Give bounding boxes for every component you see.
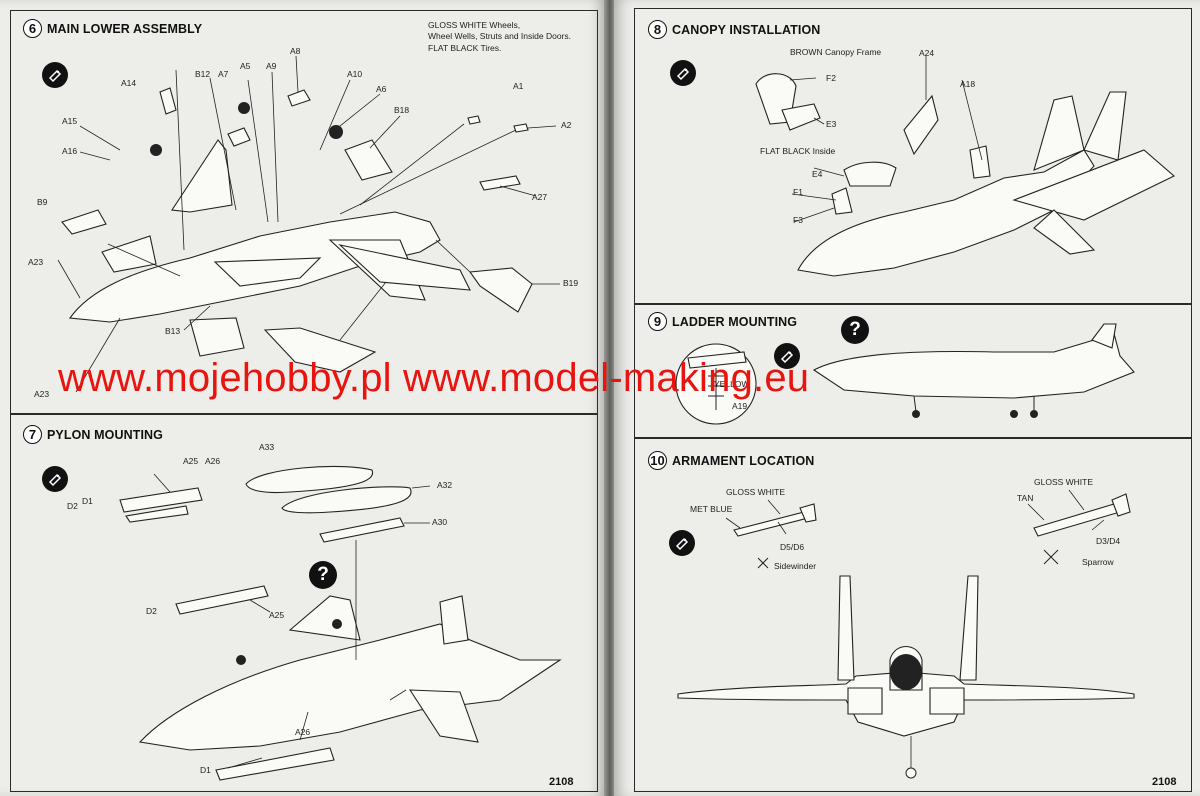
- label-b9: B9: [37, 197, 48, 207]
- label-a32: A32: [437, 480, 453, 490]
- label-yellow: YELLOW: [714, 379, 750, 389]
- label-a15: A15: [62, 116, 78, 126]
- pylon-mounting-drawing: [119, 465, 562, 781]
- step7-number: 7: [23, 425, 42, 444]
- paint-bottle-icon: [669, 530, 695, 556]
- step9-number: 9: [648, 312, 667, 331]
- step8-panel: [634, 8, 1192, 304]
- label-f2: F2: [826, 73, 836, 83]
- label-sidewinder: Sidewinder: [774, 561, 817, 571]
- label-a8: A8: [290, 46, 301, 56]
- step8-title: CANOPY INSTALLATION: [672, 22, 821, 37]
- armament-location-drawing: [677, 489, 1135, 779]
- left-instruction-page: 6 MAIN LOWER ASSEMBLY GLOSS WHITE Wheels…: [0, 0, 606, 796]
- step9-panel: [634, 304, 1192, 438]
- step6-note-line3: FLAT BLACK Tires.: [428, 42, 502, 53]
- ladder-mounting-drawing: [675, 323, 1135, 425]
- step7-header: 7 PYLON MOUNTING: [23, 425, 163, 444]
- label-b18: B18: [394, 105, 410, 115]
- label-a6: A6: [376, 84, 387, 94]
- main-lower-assembly-drawing: [57, 55, 560, 393]
- label-a9: A9: [266, 61, 277, 71]
- label-a18: A18: [960, 79, 976, 89]
- label-d2-mid: D2: [146, 606, 157, 616]
- catalog-number-left: 2108: [549, 776, 574, 788]
- label-gloss-white-right: GLOSS WHITE: [1034, 477, 1094, 487]
- label-e4: E4: [812, 169, 823, 179]
- crosshair-marker-icon: [757, 549, 1059, 569]
- label-d3-d4: D3/D4: [1096, 536, 1121, 546]
- label-flat-black-inside: FLAT BLACK Inside: [760, 146, 836, 156]
- catalog-number-right: 2108: [1152, 776, 1177, 788]
- label-d1-bottom: D1: [200, 765, 211, 775]
- label-b19: B19: [563, 278, 579, 288]
- step10-header: 10 ARMAMENT LOCATION: [648, 451, 814, 470]
- page-gutter: [604, 0, 616, 796]
- label-e3: E3: [826, 119, 837, 129]
- label-gloss-white-left: GLOSS WHITE: [726, 487, 786, 497]
- label-a23-bottom: A23: [34, 389, 50, 399]
- paint-bottle-icon: [670, 60, 696, 86]
- step6-number: 6: [23, 19, 42, 38]
- label-a30: A30: [432, 517, 448, 527]
- label-a19: A19: [732, 401, 748, 411]
- label-a16: A16: [62, 146, 78, 156]
- label-d5-d6: D5/D6: [780, 542, 805, 552]
- step9-header: 9 LADDER MOUNTING: [648, 312, 797, 331]
- question-mark-icon: ?: [841, 316, 869, 344]
- paint-bottle-icon: [42, 466, 68, 492]
- label-brown-canopy-frame: BROWN Canopy Frame: [790, 47, 882, 57]
- label-a24: A24: [919, 48, 935, 58]
- label-a23-top: A23: [28, 257, 44, 267]
- paint-bottle-icon: [774, 343, 800, 369]
- step6-title: MAIN LOWER ASSEMBLY: [47, 21, 203, 36]
- question-mark-icon: ?: [309, 561, 337, 589]
- step6-panel: [10, 10, 598, 414]
- label-d2-top: D2: [67, 501, 78, 511]
- canopy-installation-drawing: [755, 56, 1175, 277]
- label-a25-top: A25: [183, 456, 199, 466]
- label-a33: A33: [259, 442, 275, 452]
- label-a25-mid: A25: [269, 610, 285, 620]
- step8-header: 8 CANOPY INSTALLATION: [648, 20, 820, 39]
- step7-title: PYLON MOUNTING: [47, 427, 163, 442]
- step6-note-line1: GLOSS WHITE Wheels,: [428, 20, 521, 30]
- step7-panel: [10, 414, 598, 792]
- label-f1: F1: [793, 187, 803, 197]
- label-b13: B13: [165, 326, 181, 336]
- label-met-blue: MET BLUE: [690, 504, 733, 514]
- label-a5: A5: [240, 61, 251, 71]
- label-a7: A7: [218, 69, 229, 79]
- step10-title: ARMAMENT LOCATION: [672, 453, 815, 468]
- label-a27: A27: [532, 192, 548, 202]
- step6-paint-note: GLOSS WHITE Wheels, Wheel Wells, Struts …: [428, 20, 571, 54]
- label-a10: A10: [347, 69, 363, 79]
- step9-title: LADDER MOUNTING: [672, 314, 798, 329]
- label-tan: TAN: [1017, 493, 1034, 503]
- label-d1-top: D1: [82, 496, 93, 506]
- label-a26-bottom: A26: [295, 727, 311, 737]
- label-a1: A1: [513, 81, 524, 91]
- step6-header: 6 MAIN LOWER ASSEMBLY: [23, 19, 202, 38]
- step10-number: 10: [648, 451, 667, 470]
- label-b12: B12: [195, 69, 211, 79]
- label-a2: A2: [561, 120, 572, 130]
- label-f3: F3: [793, 215, 803, 225]
- step8-number: 8: [648, 20, 667, 39]
- label-a26-top: A26: [205, 456, 221, 466]
- right-instruction-page: 8 CANOPY INSTALLATION BROW: [614, 0, 1200, 796]
- step6-note-line2: Wheel Wells, Struts and Inside Doors.: [428, 31, 571, 42]
- step10-panel: [634, 438, 1192, 792]
- paint-bottle-icon: [42, 62, 68, 88]
- label-sparrow: Sparrow: [1082, 557, 1114, 567]
- label-a14: A14: [121, 78, 137, 88]
